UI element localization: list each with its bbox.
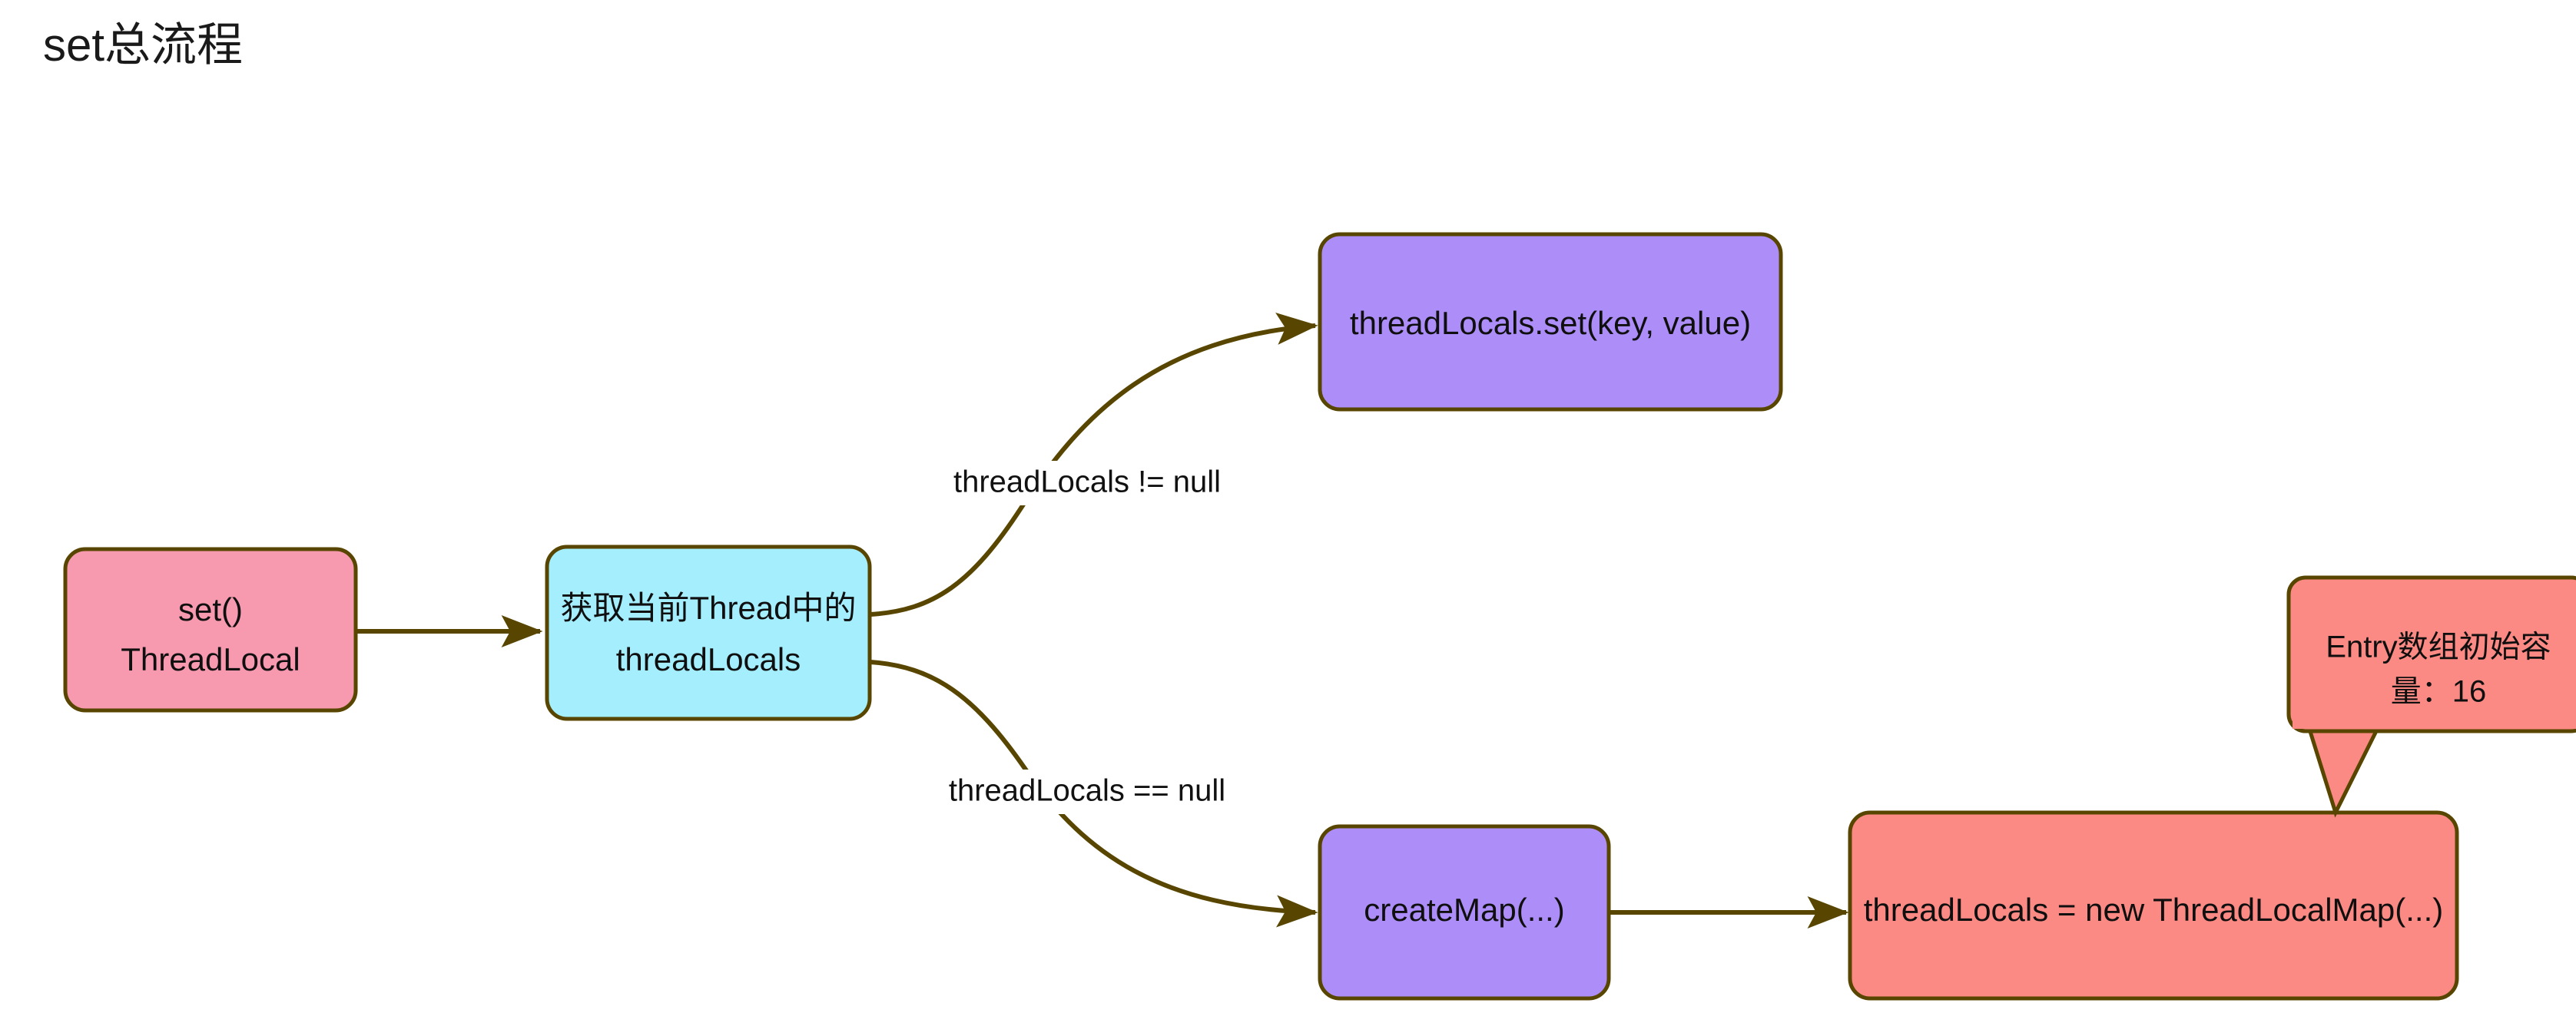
node-get-threadlocals-label-line1: 获取当前Thread中的 xyxy=(560,590,856,626)
edge-label-layer: threadLocals != null threadLocals == nul… xyxy=(926,461,1248,814)
node-create-map-box[interactable] xyxy=(1318,824,1611,1001)
callout-bubble-box[interactable] xyxy=(2286,575,2576,733)
entry-capacity-callout[interactable]: Entry数组初始容 量：16 xyxy=(2286,575,2576,818)
node-create-map-label: createMap(...) xyxy=(1364,892,1564,928)
node-new-threadlocalmap[interactable]: threadLocals = new ThreadLocalMap(...) xyxy=(1848,810,2459,1001)
node-new-threadlocalmap-label: threadLocals = new ThreadLocalMap(...) xyxy=(1864,892,2443,928)
node-create-map[interactable]: createMap(...) xyxy=(1318,824,1611,1001)
edge-label-bottom-backdrop xyxy=(926,770,1248,814)
node-set-threadlocal[interactable]: set() ThreadLocal xyxy=(63,547,358,713)
edge-label-threadlocals-is-null: threadLocals == null xyxy=(949,774,1225,808)
node-threadlocals-set-label: threadLocals.set(key, value) xyxy=(1350,305,1751,341)
page-title: set总流程 xyxy=(43,19,244,71)
callout-label-line2: 量：16 xyxy=(2391,675,2487,709)
node-get-threadlocals-box[interactable] xyxy=(545,545,872,721)
node-get-threadlocals[interactable]: 获取当前Thread中的 threadLocals xyxy=(545,545,872,721)
node-set-threadlocal-box[interactable] xyxy=(63,547,358,713)
node-new-threadlocalmap-box[interactable] xyxy=(1848,810,2459,1001)
node-threadlocals-set[interactable]: threadLocals.set(key, value) xyxy=(1318,232,1783,412)
edge-label-threadlocals-not-null: threadLocals != null xyxy=(953,465,1221,499)
node-get-threadlocals-label-line2: threadLocals xyxy=(616,641,801,677)
node-set-threadlocal-label-line1: set() xyxy=(178,591,243,627)
callout-tail-seam-cover xyxy=(2293,703,2576,729)
callout-label-line1: Entry数组初始容 xyxy=(2326,631,2551,664)
edge-label-top-backdrop xyxy=(926,461,1248,505)
node-set-threadlocal-label-line2: ThreadLocal xyxy=(121,641,300,677)
node-threadlocals-set-box[interactable] xyxy=(1318,232,1783,412)
